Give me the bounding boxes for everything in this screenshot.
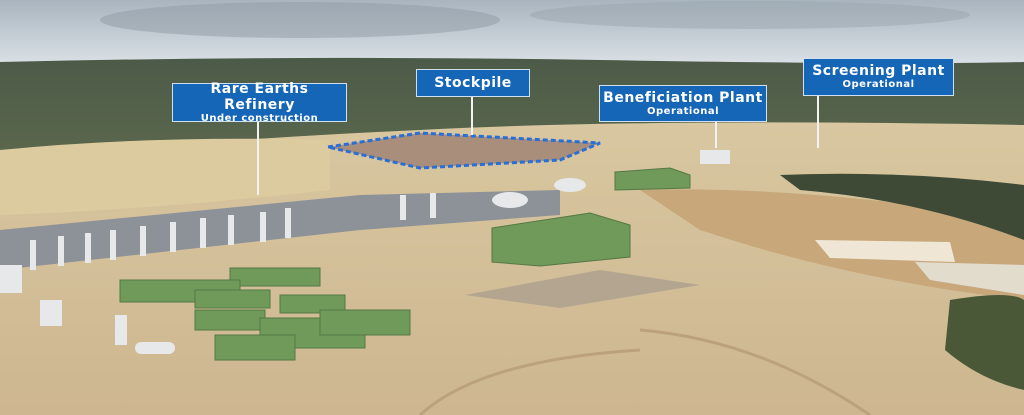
stockpile-label: Stockpile bbox=[416, 69, 530, 97]
screening-plant-label: Screening Plant Operational bbox=[803, 58, 954, 96]
beneficiation-plant-label: Beneficiation Plant Operational bbox=[599, 85, 767, 122]
stockpile-leader-line bbox=[471, 96, 473, 135]
screening-leader-line bbox=[817, 96, 819, 148]
label-status: Operational bbox=[842, 79, 915, 91]
concrete-pad bbox=[465, 270, 700, 308]
rare-earths-refinery-label: Rare Earths Refinery Under construction bbox=[172, 80, 347, 124]
label-status: Under construction bbox=[200, 112, 319, 124]
label-title: Rare Earths Refinery bbox=[210, 80, 309, 113]
label-title: Screening Plant bbox=[812, 63, 945, 80]
stockpile-outline bbox=[327, 131, 601, 170]
stockpile-area bbox=[328, 133, 600, 168]
label-status: Operational bbox=[647, 105, 719, 117]
beneficiation-leader-line bbox=[715, 121, 717, 148]
label-title: Stockpile bbox=[434, 74, 512, 91]
label-title: Beneficiation Plant bbox=[603, 89, 763, 106]
refinery-leader-line bbox=[257, 121, 259, 195]
